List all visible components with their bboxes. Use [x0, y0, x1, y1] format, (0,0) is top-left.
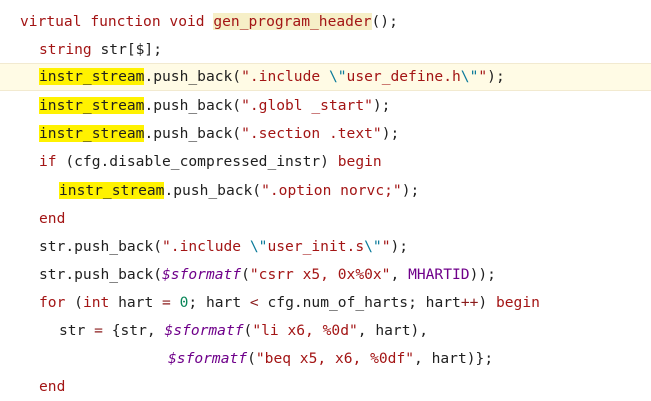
code-token: );	[372, 97, 391, 114]
code-line[interactable]: virtual function void gen_program_header…	[0, 8, 651, 36]
code-token: );	[381, 125, 400, 142]
code-token: str[$];	[91, 41, 163, 58]
code-token: .push_back(	[144, 125, 242, 142]
code-token: ".include	[162, 238, 250, 255]
code-token: if	[39, 153, 57, 170]
highlighted-token: instr_stream	[59, 182, 165, 199]
highlighted-token: instr_stream	[39, 97, 145, 114]
code-token: , hart),	[357, 322, 429, 339]
highlighted-token: gen_program_header	[213, 13, 372, 30]
highlighted-token: instr_stream	[39, 68, 145, 85]
code-token: "	[478, 68, 488, 85]
code-token: user_define.h	[346, 68, 461, 85]
code-token: );	[390, 238, 409, 255]
code-line[interactable]: end	[0, 373, 651, 401]
code-token: function	[90, 13, 161, 30]
code-token: .push_back(	[144, 97, 242, 114]
code-token: $sformatf	[164, 322, 244, 339]
code-token: ,	[390, 266, 409, 283]
code-token: (	[241, 266, 250, 283]
code-token: );	[487, 68, 505, 85]
code-token: (	[247, 350, 256, 367]
code-token: \"	[249, 238, 268, 255]
code-token: (cfg.disable_compressed_instr)	[56, 153, 338, 170]
code-token: \"	[364, 238, 382, 255]
code-token: .push_back(	[144, 68, 242, 85]
code-token: )	[478, 294, 496, 311]
code-token: ++	[460, 294, 479, 311]
code-token: begin	[495, 294, 540, 311]
code-token: str.push_back(	[39, 266, 163, 283]
code-token: MHARTID	[408, 266, 470, 283]
code-token: ".option norvc;"	[261, 182, 402, 199]
code-token	[82, 13, 91, 30]
code-token: $sformatf	[168, 350, 248, 367]
code-token: ".include	[241, 68, 329, 85]
code-token: (	[65, 294, 83, 311]
code-token: .push_back(	[164, 182, 262, 199]
code-token: void	[169, 13, 205, 30]
code-token: , hart)};	[414, 350, 494, 367]
code-token: \"	[460, 68, 479, 85]
code-token: "beq x5, x6, %0df"	[255, 350, 415, 367]
code-token: 0	[179, 294, 189, 311]
code-token: end	[39, 210, 66, 227]
code-token: ".globl _start"	[241, 97, 373, 114]
code-line[interactable]: str.push_back(".include \"user_init.s\""…	[0, 233, 651, 261]
highlighted-token: instr_stream	[39, 125, 145, 142]
code-token: string	[39, 41, 92, 58]
code-line[interactable]: instr_stream.push_back(".option norvc;")…	[0, 177, 651, 205]
code-token: =	[94, 322, 103, 339]
code-line[interactable]: for (int hart = 0; hart < cfg.num_of_har…	[0, 289, 651, 317]
code-token: user_init.s	[267, 238, 365, 255]
code-token: hart	[109, 294, 163, 311]
code-token: str.push_back(	[39, 238, 163, 255]
code-token: \"	[328, 68, 347, 85]
code-token: begin	[337, 153, 382, 170]
code-token: =	[162, 294, 171, 311]
code-line[interactable]: string str[$];	[0, 36, 651, 64]
code-token: int	[82, 294, 110, 311]
code-token: cfg.num_of_harts; hart	[258, 294, 461, 311]
code-token: virtual	[20, 13, 82, 30]
code-token: );	[401, 182, 420, 199]
code-token: "	[381, 238, 391, 255]
code-token: end	[39, 378, 66, 395]
code-line[interactable]: instr_stream.push_back(".globl _start");	[0, 92, 651, 120]
code-token: for	[39, 294, 66, 311]
code-token: ));	[469, 266, 496, 283]
code-token: ();	[371, 13, 398, 30]
code-token: $sformatf	[162, 266, 242, 283]
code-token: ; hart	[188, 294, 250, 311]
code-token: "li x6, %0d"	[252, 322, 358, 339]
code-token: {str,	[102, 322, 165, 339]
code-line[interactable]: end	[0, 205, 651, 233]
code-token	[171, 294, 180, 311]
code-token: str	[59, 322, 95, 339]
code-line[interactable]: str = {str, $sformatf("li x6, %0d", hart…	[0, 317, 651, 345]
code-token: <	[249, 294, 259, 311]
code-token: "csrr x5, 0x%0x"	[249, 266, 391, 283]
code-token: (	[243, 322, 253, 339]
code-token: ".section .text"	[241, 125, 382, 142]
code-line[interactable]: if (cfg.disable_compressed_instr) begin	[0, 148, 651, 176]
code-line[interactable]: str.push_back($sformatf("csrr x5, 0x%0x"…	[0, 261, 651, 289]
code-line-current[interactable]: instr_stream.push_back(".include \"user_…	[0, 63, 651, 91]
code-line[interactable]: instr_stream.push_back(".section .text")…	[0, 120, 651, 148]
code-line[interactable]: $sformatf("beq x5, x6, %0df", hart)};	[0, 345, 651, 373]
